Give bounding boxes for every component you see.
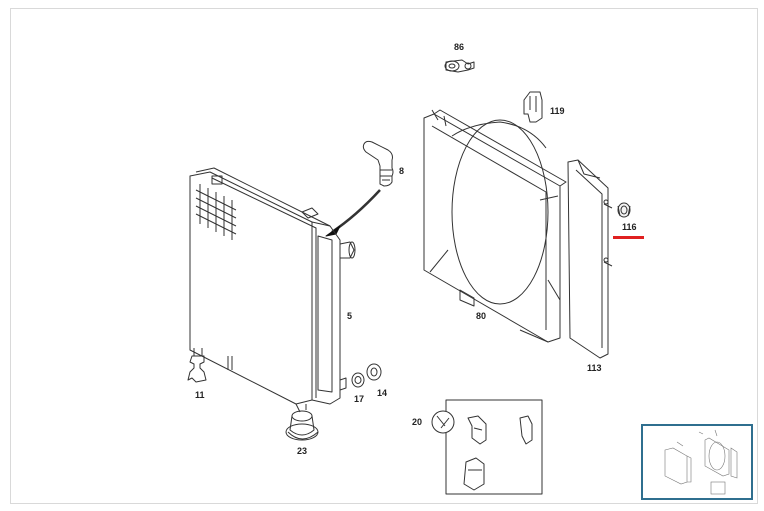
callout-119[interactable]: 119 (550, 106, 565, 116)
callout-80[interactable]: 80 (476, 311, 487, 321)
callout-23[interactable]: 23 (297, 446, 308, 456)
part-20-clip-set[interactable] (431, 399, 543, 495)
part-5-radiator[interactable] (189, 167, 356, 413)
diagram-frame (10, 8, 758, 504)
part-11-mount[interactable] (187, 348, 207, 383)
callout-11[interactable]: 11 (195, 390, 205, 400)
callout-113[interactable]: 113 (587, 363, 602, 373)
callout-5[interactable]: 5 (347, 311, 353, 321)
callout-86[interactable]: 86 (454, 42, 465, 52)
thumbnail-preview-icon (664, 429, 738, 495)
part-8-hose[interactable] (362, 140, 394, 187)
part-14-washer[interactable] (366, 363, 382, 381)
callout-116[interactable]: 116 (622, 222, 637, 232)
part-86-bracket[interactable] (444, 59, 475, 73)
overview-thumbnail[interactable] (641, 424, 753, 500)
part-113-side-plate[interactable] (567, 159, 613, 359)
part-23-grommet[interactable] (285, 410, 319, 441)
leader-arrow-8 (325, 189, 381, 237)
callout-17[interactable]: 17 (354, 394, 365, 404)
part-17-drain-plug[interactable] (351, 372, 365, 388)
callout-8[interactable]: 8 (399, 166, 405, 176)
callout-14[interactable]: 14 (377, 388, 388, 398)
highlight-marker-116 (613, 236, 644, 239)
part-119-clip[interactable] (523, 91, 543, 123)
part-116-grommet[interactable] (617, 202, 631, 218)
callout-20[interactable]: 20 (412, 417, 423, 427)
part-80-fan-shroud[interactable] (423, 109, 567, 343)
